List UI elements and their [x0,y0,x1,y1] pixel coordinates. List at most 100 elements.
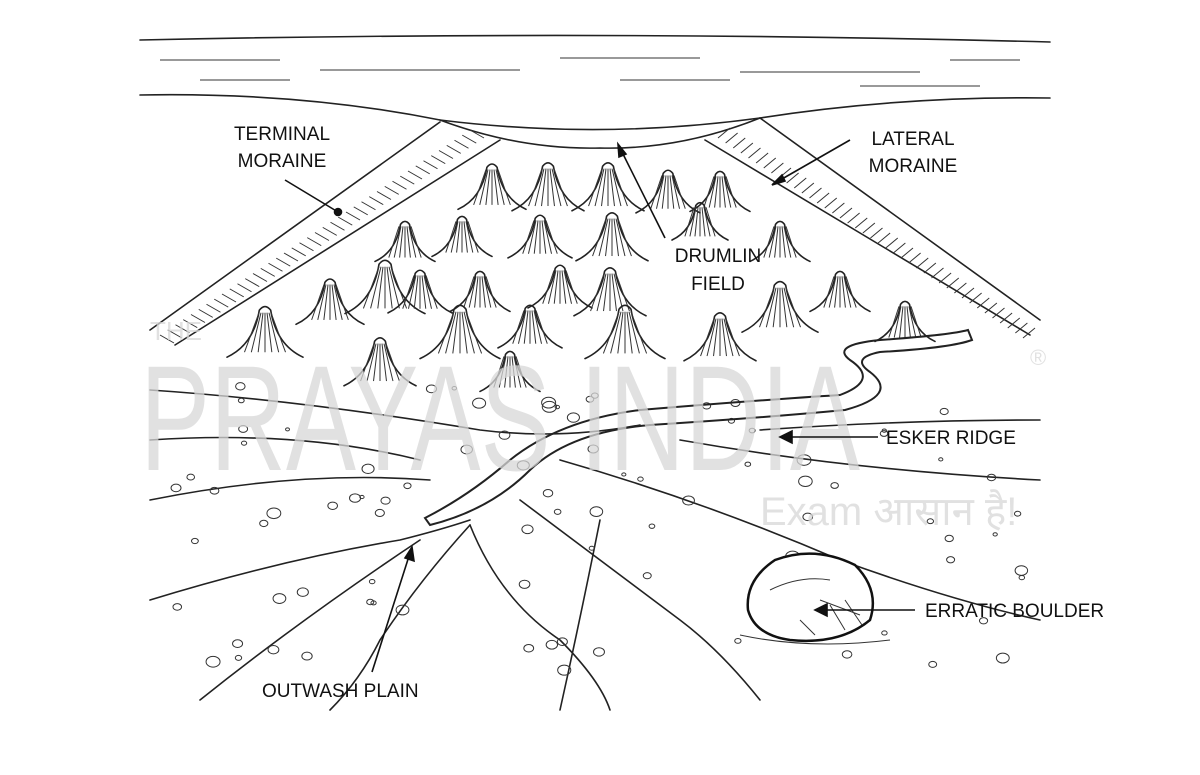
pebble [553,508,562,515]
drumlin-shading [244,312,286,353]
drumlin [741,280,819,333]
pebble [205,655,221,668]
label-erratic-boulder: ERRATIC BOULDER [925,601,1104,622]
pebble [460,444,473,455]
pebble [267,645,280,655]
pebble [368,578,376,585]
label-drumlin-field-2: FIELD [691,274,745,295]
drumlin-shading [493,356,527,388]
pebble [938,457,944,462]
label-outwash-plain: OUTWASH PLAIN [262,681,419,702]
pebble [1014,565,1029,576]
pebble [523,643,535,653]
pebble [425,384,438,394]
drumlin-shading [592,218,632,257]
pebble [590,392,599,399]
pebble [234,654,243,661]
glacier-ice [139,34,1051,149]
drumlin [573,266,647,317]
drumlin-field-arrowhead [617,141,628,159]
pebble [727,417,736,424]
pebble [170,483,182,493]
drumlin-shading [360,343,400,382]
drumlin-shading [588,168,628,207]
pebble [541,400,557,413]
pebble [172,603,183,611]
drumlin-shading [703,176,737,208]
drumlin-shading [522,220,558,254]
terminal-moraine [149,121,501,346]
pebble [186,473,196,481]
drumlin-shading [473,169,511,206]
pebble [359,494,365,500]
pebble [588,545,595,551]
lateral-moraine-arrowhead [771,173,787,186]
pebble [1013,510,1022,517]
pebble [748,427,756,434]
watermark: THE PRAYAS INDIA Exam आसान है! ® [140,316,1046,534]
drumlin-shading [602,311,648,354]
pebble [744,461,752,467]
watermark-main: PRAYAS INDIA [140,334,860,502]
drumlin [511,161,585,212]
pebble [682,495,695,506]
terminal-moraine-pointer-dot [333,207,343,217]
pebble [944,534,954,543]
lateral-moraine-arrow [774,139,851,184]
pebble [285,427,290,432]
label-lateral-moraine-1: LATERAL [871,129,954,150]
pebble [191,537,199,545]
pebble [542,489,554,498]
pebble [327,501,338,510]
pebble [451,386,458,391]
pebble [238,424,249,433]
drumlin [584,304,666,360]
drumlin-field [226,161,936,393]
erratic-boulder [739,552,891,645]
label-terminal-moraine-2: MORAINE [238,151,327,172]
drumlin [295,278,365,326]
drumlin-shading [437,311,483,354]
pebble [235,382,246,391]
drumlin-shading [512,310,548,344]
pebble [841,650,853,659]
watermark-top: THE [150,316,202,346]
pebble [545,639,559,650]
pebble [566,412,580,423]
label-esker-ridge: ESKER RIDGE [886,428,1016,449]
pebble [734,637,742,644]
pebble [587,444,599,454]
pebble [802,512,814,522]
pebble [237,397,245,404]
pebble [541,396,557,409]
pebble [272,593,287,604]
drumlin-shading [759,287,801,328]
pebble [621,472,627,477]
pebble [593,647,605,657]
pebble [796,454,812,466]
esker-ridge-arrowhead [778,429,793,445]
pebble [648,523,656,529]
lateral-moraine [704,117,1041,339]
drumlin [419,304,501,360]
pebble [498,430,511,440]
pebble [366,598,375,606]
label-drumlin-field-1: DRUMLIN [675,246,762,267]
pebble [978,617,989,625]
erratic-boulder-arrowhead [813,602,828,618]
pebble [516,460,530,471]
terminal-moraine-pointer [284,179,339,213]
pebble [259,519,269,528]
outwash-plain-arrow [371,552,411,673]
drumlin-shading [463,276,497,308]
pebble [879,430,889,437]
pebble [946,556,956,564]
pebble [585,395,595,403]
drumlin-shading [445,221,479,253]
drumlin-shading [362,266,408,309]
drumlin [571,161,645,212]
pebble [554,404,561,410]
drumlin [457,163,527,211]
pebble [380,496,391,505]
